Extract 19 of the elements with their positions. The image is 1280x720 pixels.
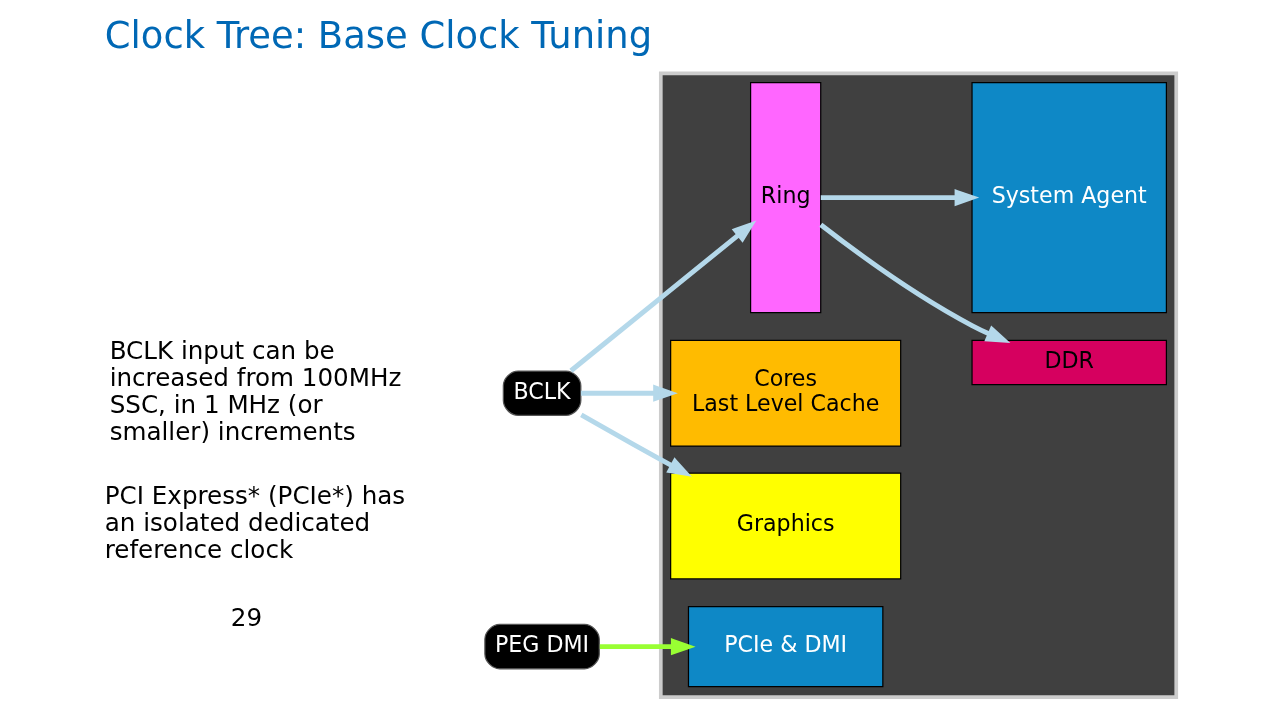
label: 29 [230,602,262,632]
node-box: Graphics [669,472,901,580]
node-box: Ring [749,82,821,314]
node-box: System Agent [970,82,1167,314]
label: BCLK input can be increased from 100MHz SSC, in 1 MHz (or smaller) increments [109,335,401,446]
cluster [658,71,1178,699]
arrow [818,222,1010,344]
node-box: PEG DMI [483,623,600,670]
diagram-title: Clock Tree: Base Clock Tuning [104,13,652,57]
node-box: Cores Last Level Cache [669,339,901,447]
arrow [599,638,696,656]
node-box: DDR [970,339,1167,386]
node-box: PCIe & DMI [687,606,883,688]
arrow [580,384,678,402]
arrow [568,220,756,373]
arrow [579,412,692,477]
node-box: BCLK [502,370,581,416]
arrow [820,189,979,207]
label: PCI Express* (PCIe*) has an isolated dedicated reference clock [104,480,405,565]
